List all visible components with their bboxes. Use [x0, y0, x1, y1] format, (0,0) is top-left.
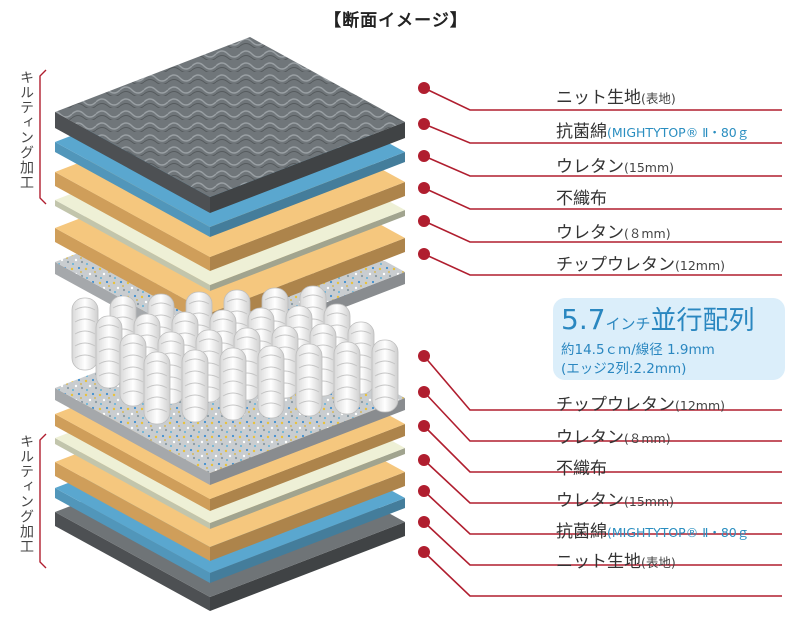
- quilting-brackets: [39, 69, 47, 569]
- label-upper-urethane-8: ウレタン(８mm): [556, 223, 671, 243]
- label-upper-cotton: 抗菌綿(MIGHTYTOP® Ⅱ・80ｇ: [556, 122, 750, 142]
- spring-title: 5.7インチ並行配列: [561, 303, 755, 336]
- page-title: 【断面イメージ】: [324, 11, 468, 31]
- leader-urethane15-top: [418, 150, 782, 177]
- leader-nonwoven-bottom: [418, 454, 782, 504]
- leader-urethane8-top: [418, 215, 782, 243]
- label-upper-urethane-15: ウレタン(15mm): [556, 157, 675, 177]
- leader-cotton-top: [418, 118, 782, 144]
- label-lower-chip-urethane: チップウレタン(12mm): [556, 395, 726, 415]
- pocket-spring: [219, 347, 247, 421]
- label-lower-nonwoven: 不織布: [556, 459, 607, 479]
- pocket-spring: [119, 333, 147, 407]
- spring-edge-line: (エッジ2列:2.2mm): [561, 361, 687, 377]
- label-upper-knit: ニット生地(表地): [556, 88, 676, 108]
- label-lower-knit: ニット生地(表地): [556, 552, 676, 572]
- spring-info-box: 5.7インチ並行配列 約14.5ｃm/線径 1.9mm (エッジ2列:2.2mm…: [553, 298, 785, 380]
- leader-knit-top: [418, 82, 782, 111]
- leader-urethane8-bottom: [418, 420, 782, 473]
- pocket-spring: [95, 315, 123, 389]
- leader-spring: [418, 350, 782, 411]
- pocket-spring: [71, 297, 99, 371]
- label-lower-urethane-15: ウレタン(15mm): [556, 491, 675, 511]
- pocket-spring: [257, 345, 285, 419]
- leader-nonwoven-top: [418, 182, 782, 210]
- leader-chip-bottom: [418, 386, 782, 442]
- layer-upper-knit: [55, 37, 405, 213]
- leader-knit-bottom: [418, 546, 782, 597]
- pocket-spring: [295, 343, 323, 417]
- label-lower-cotton: 抗菌綿(MIGHTYTOP® Ⅱ・80ｇ: [556, 522, 750, 542]
- pocket-spring: [333, 341, 361, 415]
- leader-cotton-bottom: [418, 516, 782, 566]
- quilting-label-top: キルティング加工: [18, 70, 34, 190]
- spring-spec-line: 約14.5ｃm/線径 1.9mm: [561, 342, 715, 358]
- label-upper-chip-urethane: チップウレタン(12mm): [556, 255, 726, 275]
- leader-chip-top: [418, 248, 782, 276]
- leader-urethane15-bottom: [418, 485, 782, 535]
- pocket-spring: [143, 351, 171, 425]
- label-lower-urethane-8: ウレタン(８mm): [556, 428, 671, 448]
- pocket-spring: [181, 349, 209, 423]
- label-upper-nonwoven: 不織布: [556, 189, 607, 209]
- pocket-spring: [371, 339, 399, 413]
- quilting-label-bottom: キルティング加工: [18, 434, 34, 554]
